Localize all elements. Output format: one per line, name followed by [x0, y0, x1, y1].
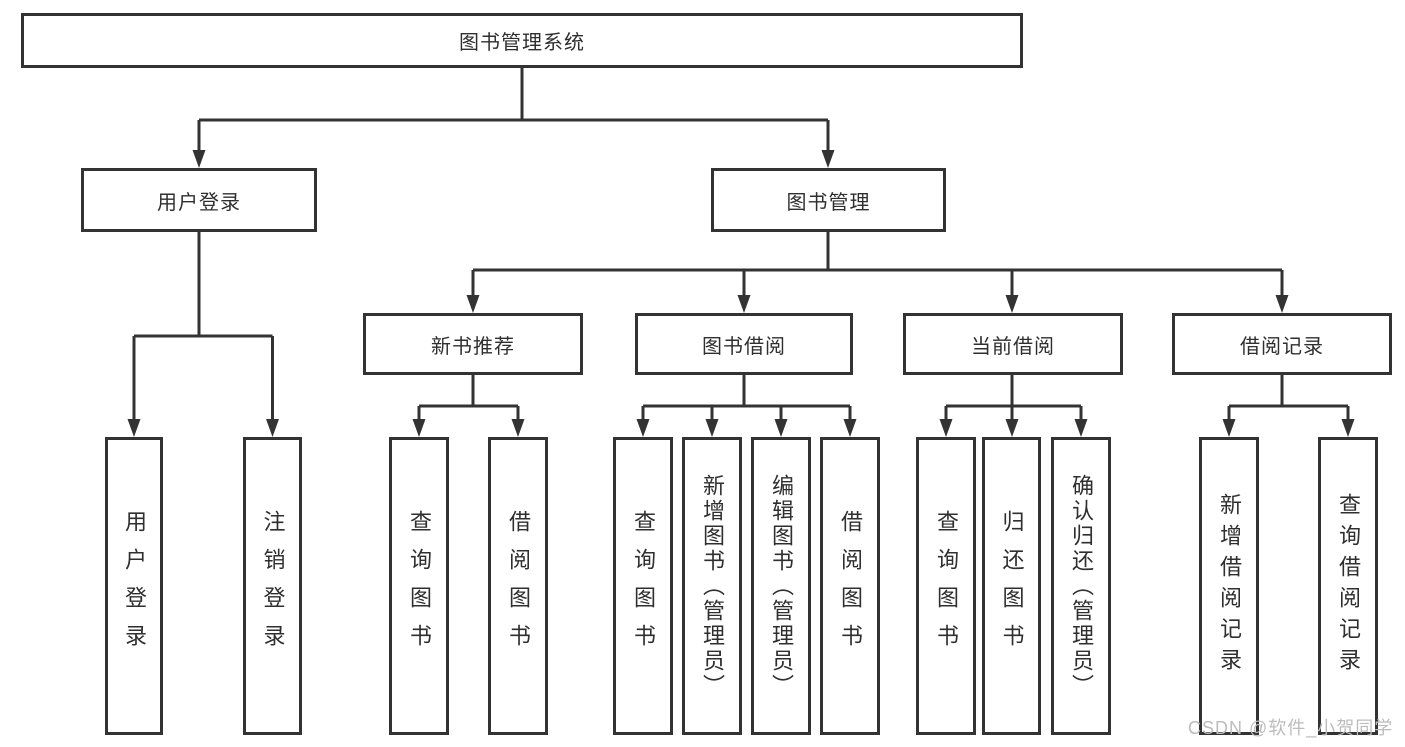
leaf-query-books-borrow: 查询图书 — [613, 437, 673, 735]
leaf-confirm-return-admin: 确认归还（管理员） — [1051, 437, 1111, 735]
leaf-query-books-current: 查询图书 — [916, 437, 976, 735]
leaf-borrow-books-recommend: 借阅图书 — [488, 437, 548, 735]
leaf-query-borrow-record: 查询借阅记录 — [1318, 437, 1378, 735]
leaf-label: 查询图书 — [407, 510, 432, 662]
leaf-add-borrow-record: 新增借阅记录 — [1199, 437, 1259, 735]
leaf-return-books: 归还图书 — [982, 437, 1041, 735]
leaf-label: 归还图书 — [999, 510, 1025, 662]
node-user-login: 用户登录 — [81, 168, 317, 232]
leaf-label: 查询借阅记录 — [1336, 493, 1361, 679]
leaf-label: 查询图书 — [934, 510, 959, 662]
leaf-label: 新增借阅记录 — [1217, 493, 1242, 679]
leaf-logout: 注销登录 — [243, 437, 302, 735]
leaf-label: 查询图书 — [631, 510, 656, 662]
leaf-query-books-recommend: 查询图书 — [389, 437, 449, 735]
leaf-label: 编辑图书（管理员） — [769, 473, 794, 699]
node-borrow-records: 借阅记录 — [1172, 313, 1392, 375]
leaf-label: 确认归还（管理员） — [1069, 473, 1094, 699]
leaf-label: 借阅图书 — [506, 510, 531, 662]
leaf-user-login: 用户登录 — [105, 437, 163, 735]
leaf-label: 用户登录 — [122, 510, 147, 662]
node-book-borrow: 图书借阅 — [635, 313, 853, 375]
csdn-watermark: CSDN @软件_小贺同学 — [1188, 718, 1394, 738]
leaf-label: 注销登录 — [260, 510, 286, 662]
leaf-edit-books-admin: 编辑图书（管理员） — [751, 437, 811, 735]
arrowheads — [127, 150, 1355, 437]
leaf-label: 借阅图书 — [838, 510, 863, 662]
leaf-borrow-books: 借阅图书 — [820, 437, 880, 735]
leaf-label: 新增图书（管理员） — [700, 473, 725, 699]
node-book-management: 图书管理 — [711, 168, 946, 232]
leaf-add-books-admin: 新增图书（管理员） — [682, 437, 742, 735]
node-library-management-system: 图书管理系统 — [21, 13, 1023, 68]
node-new-book-recommend: 新书推荐 — [363, 313, 583, 375]
node-current-borrow: 当前借阅 — [903, 313, 1123, 375]
